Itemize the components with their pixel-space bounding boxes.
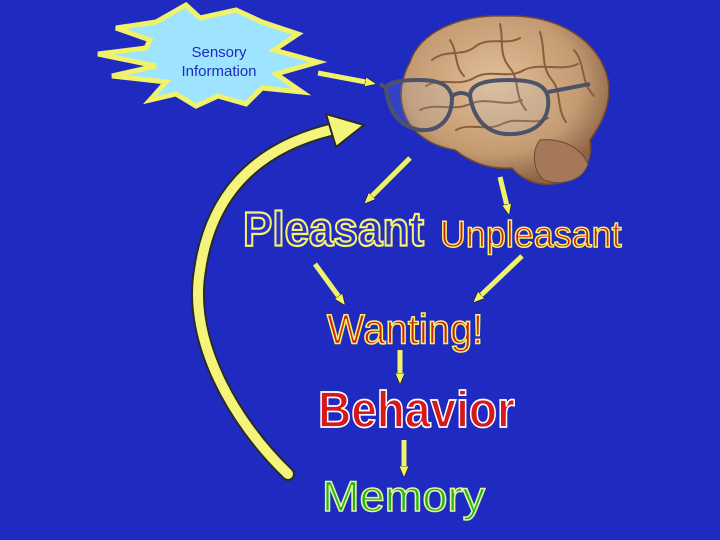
pleasant-to-wanting-arrow <box>312 262 342 301</box>
sensory-burst-icon <box>97 1 328 109</box>
sensory-label-line1: Sensory <box>191 44 247 61</box>
sensory-label-line2: Information <box>181 63 257 80</box>
unpleasant-to-wanting-arrow <box>477 254 524 299</box>
sensory-to-brain-arrow <box>317 70 371 83</box>
sensory-information-label: Sensory Information <box>166 43 272 81</box>
memory-label: Memory <box>321 473 486 521</box>
brain-with-glasses-icon <box>378 15 610 186</box>
memory-feedback-arrow <box>191 112 367 481</box>
unpleasant-label: Unpleasant <box>439 214 622 255</box>
brain-to-unpleasant-arrow <box>497 176 508 210</box>
pleasant-label: Pleasant <box>242 202 425 257</box>
brain-to-pleasant-arrow <box>368 156 412 200</box>
behavior-label: Behavior <box>317 380 515 438</box>
wanting-label: Wanting! <box>326 306 484 354</box>
